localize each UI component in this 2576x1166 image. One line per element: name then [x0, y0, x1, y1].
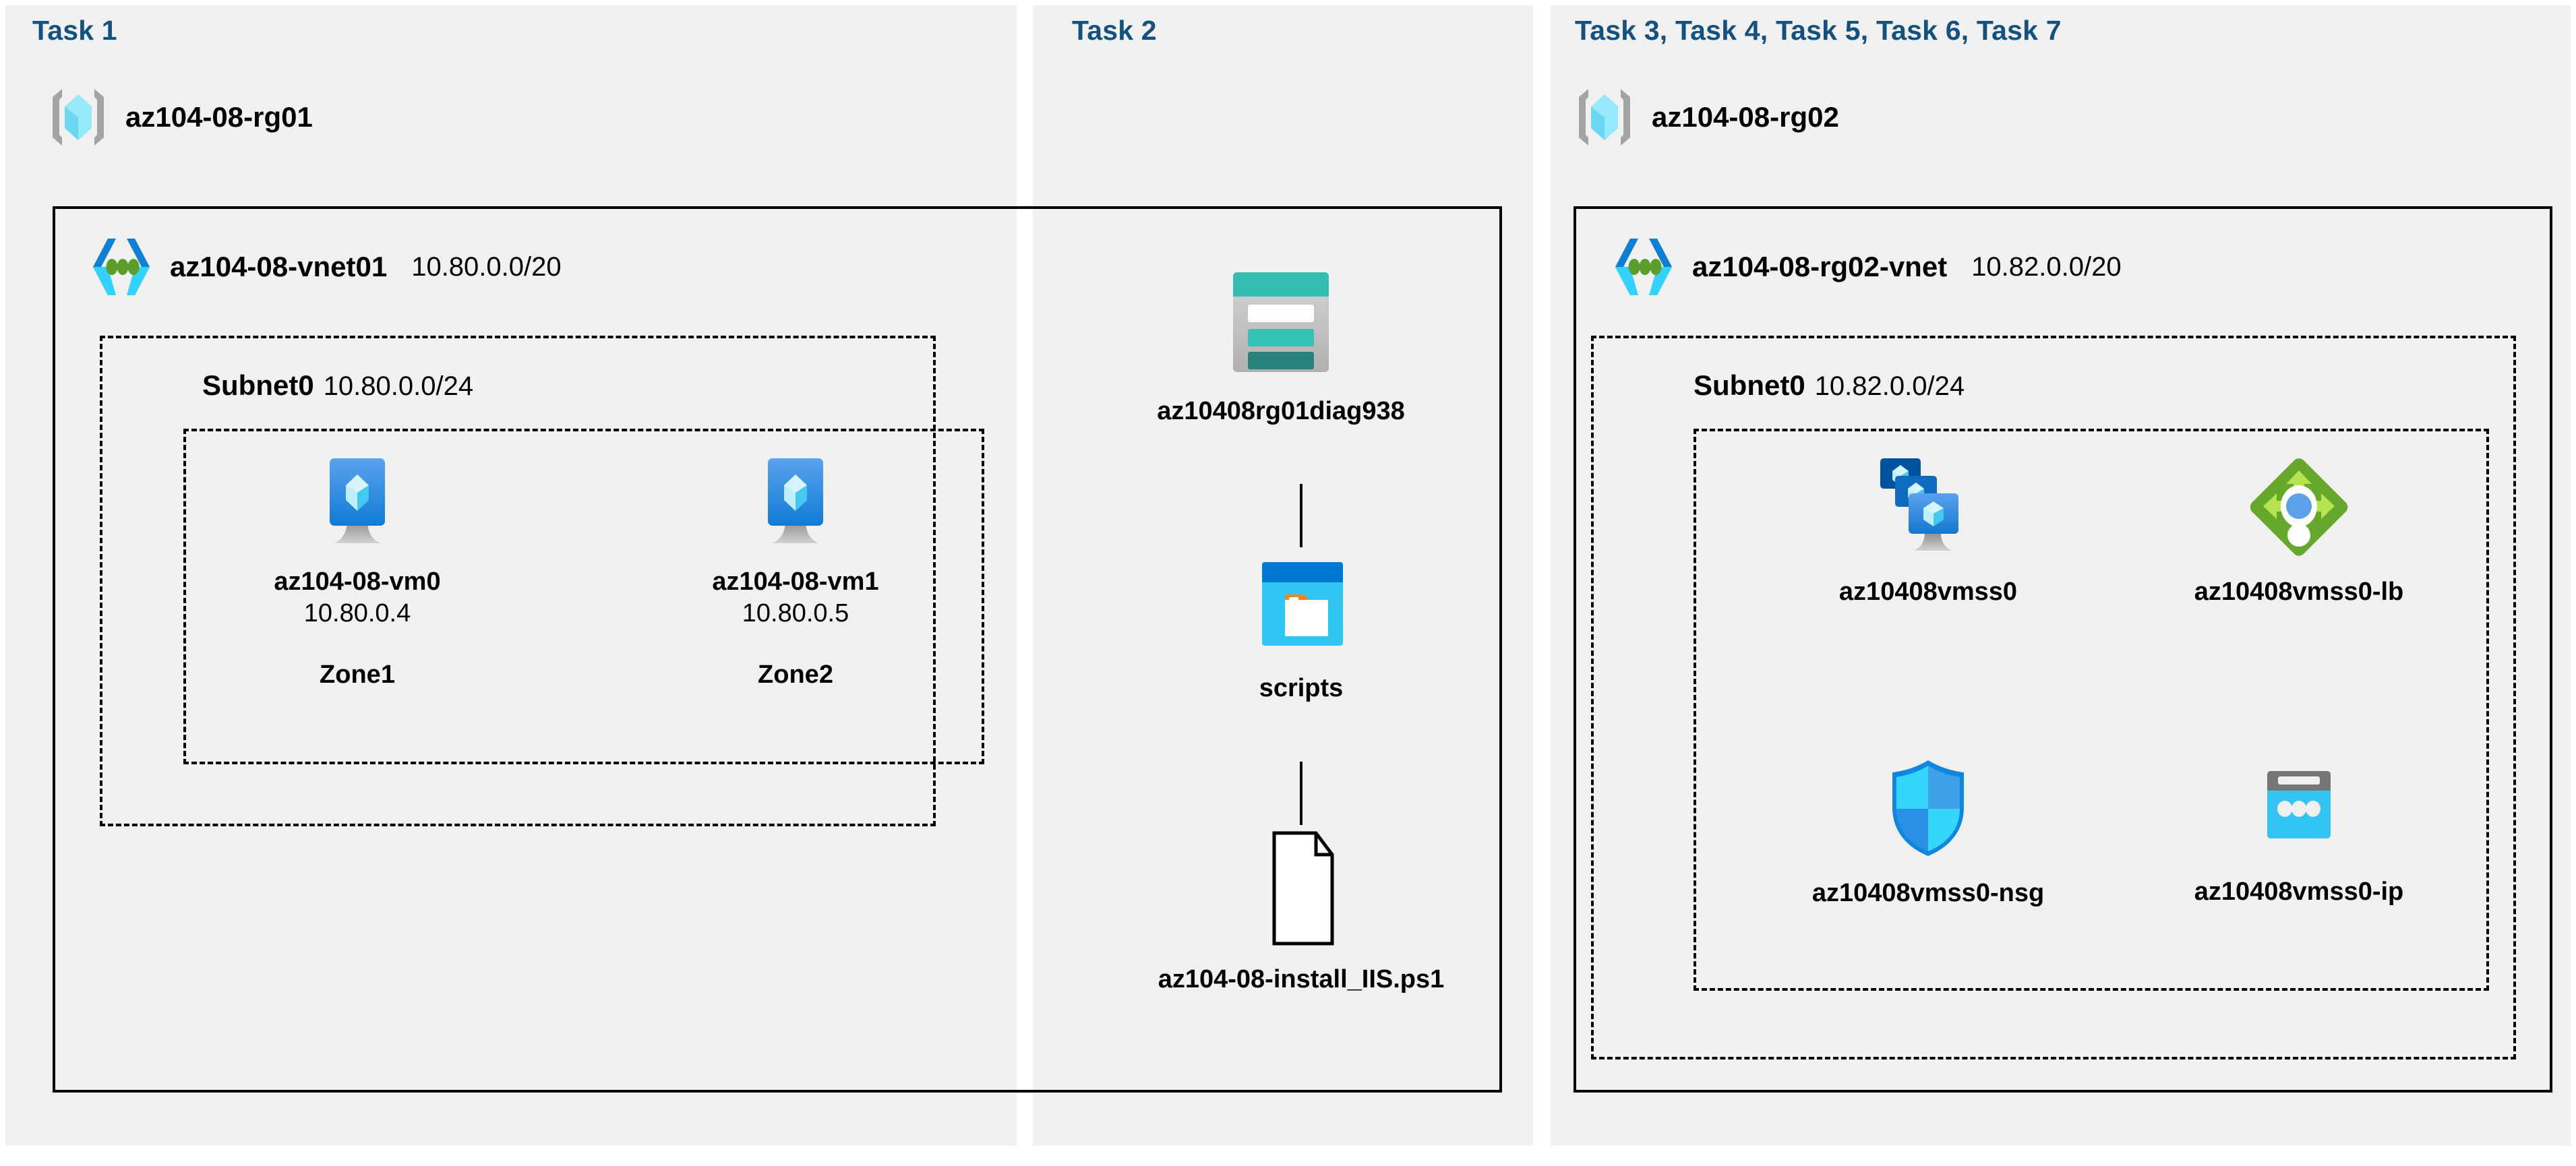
vnet-name: az104-08-rg02-vnet [1692, 251, 1948, 282]
subnet-name: Subnet0 [1694, 369, 1805, 401]
subnet-cidr: 10.82.0.0/24 [1814, 371, 1965, 401]
panel-task3to7 [1551, 5, 2571, 1146]
vnet-az104-08-rg02-vnet: az104-08-rg02-vnet 10.82.0.0/20 [1610, 236, 2122, 298]
file-icon [1254, 828, 1348, 949]
virtual-network-icon [1610, 236, 1677, 298]
subnet-cidr: 10.80.0.0/24 [323, 371, 474, 401]
vnet-boundary-az104-08-rg02-vnet [1574, 206, 2552, 1093]
public-ip-name: az10408vmss0-ip [2194, 878, 2404, 906]
panel-task1 [5, 5, 1017, 1146]
virtual-machine-icon [307, 450, 408, 551]
resource-group-icon [49, 86, 108, 148]
resources-boundary-task3to7 [1694, 429, 2489, 991]
task3to7-label: Task 3, Task 4, Task 5, Task 6, Task 7 [1575, 15, 2062, 46]
vmss-node: az10408vmss0 [1773, 450, 2083, 607]
vnet-cidr: 10.82.0.0/20 [1971, 251, 2122, 282]
storage-account-name: az10408rg01diag938 [1157, 397, 1405, 425]
vm-name: az104-08-vm1 [712, 567, 879, 596]
blob-container-icon [1247, 550, 1355, 658]
subnet-label-task3to7: Subnet0 10.82.0.0/24 [1694, 369, 1965, 402]
container-to-file-connector [1300, 762, 1302, 825]
storage-account-icon [1217, 263, 1345, 381]
subnet-name: Subnet0 [202, 369, 314, 401]
vnet-cidr: 10.80.0.0/20 [411, 251, 562, 282]
task2-label: Task 2 [1072, 15, 1157, 46]
network-security-group-icon [1878, 755, 1979, 863]
vnet-boundary-az104-08-vnet01 [53, 206, 1502, 1093]
resource-group-az104-08-rg01: az104-08-rg01 [49, 86, 313, 148]
subnet-label-task1: Subnet0 10.80.0.0/24 [202, 369, 473, 402]
blob-container-node: scripts [1187, 550, 1416, 704]
container-name: scripts [1259, 674, 1344, 702]
vmss-name: az10408vmss0 [1838, 578, 2018, 606]
nsg-name: az10408vmss0-nsg [1811, 879, 2045, 907]
public-ip-node: az10408vmss0-ip [2144, 760, 2454, 907]
load-balancer-icon [2242, 450, 2356, 561]
public-ip-address-icon [2248, 760, 2349, 861]
vm-ip: 10.80.0.5 [742, 599, 849, 628]
vm-zone-boundary-task1 [183, 429, 984, 764]
virtual-network-icon [88, 236, 155, 298]
vm-zone: Zone2 [758, 660, 833, 689]
load-balancer-node: az10408vmss0-lb [2144, 450, 2454, 607]
virtual-machine-icon [745, 450, 846, 551]
vm-name: az104-08-vm0 [274, 567, 441, 596]
file-name: az104-08-install_IIS.ps1 [1158, 965, 1445, 993]
file-node: az104-08-install_IIS.ps1 [1072, 828, 1530, 995]
resource-group-name: az104-08-rg01 [125, 101, 313, 133]
vm-scale-set-icon [1871, 450, 1985, 561]
load-balancer-name: az10408vmss0-lb [2194, 578, 2404, 606]
nsg-node: az10408vmss0-nsg [1773, 755, 2083, 909]
resource-group-az104-08-rg02: az104-08-rg02 [1575, 86, 1839, 148]
vm-node-az104-08-vm1: az104-08-vm1 10.80.0.5 Zone2 [701, 450, 890, 689]
resource-group-icon [1575, 86, 1634, 148]
resource-group-name: az104-08-rg02 [1652, 101, 1839, 133]
task1-label: Task 1 [32, 15, 117, 46]
storage-account-node: az10408rg01diag938 [1112, 263, 1449, 427]
vnet-az104-08-vnet01: az104-08-vnet01 10.80.0.0/20 [88, 236, 562, 298]
subnet-boundary-task1 [100, 336, 936, 826]
vm-node-az104-08-vm0: az104-08-vm0 10.80.0.4 Zone1 [263, 450, 452, 689]
vm-zone: Zone1 [320, 660, 395, 689]
storage-to-container-connector [1300, 484, 1302, 547]
subnet-boundary-task3to7 [1591, 336, 2516, 1060]
vm-ip: 10.80.0.4 [303, 599, 411, 628]
vnet-name: az104-08-vnet01 [170, 251, 388, 282]
